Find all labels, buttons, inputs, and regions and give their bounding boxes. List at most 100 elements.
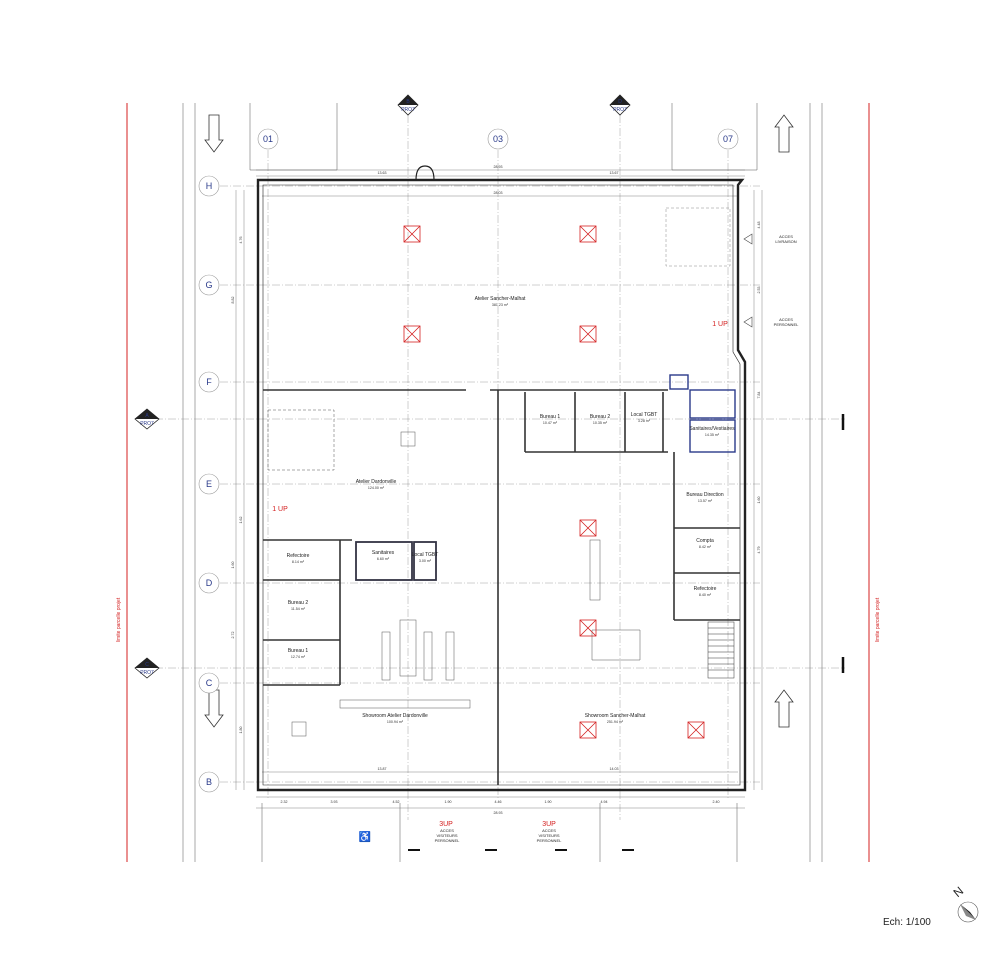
section-ref: PRO7 [140, 421, 154, 427]
dimension: 4.76 [239, 237, 243, 244]
room-name: Bureau 2 [288, 600, 309, 606]
section-ref: PRO7 [401, 107, 415, 113]
grid-label: E [206, 479, 212, 489]
room-area: 100.94 m² [387, 720, 404, 724]
limit-label-right: limite parcelle projet [875, 597, 881, 642]
room-area: 13.57 m² [698, 499, 713, 503]
room-name: Bureau 1 [540, 414, 561, 420]
dimension: 13.63 [378, 171, 387, 175]
room-name: Bureau 2 [590, 414, 611, 420]
up-marker: 3UP [542, 821, 556, 828]
column-marker [579, 721, 597, 739]
column-bubble: 03 [487, 128, 509, 150]
dimension: 4.46 [495, 800, 502, 804]
dimension: 1.60 [757, 497, 761, 504]
room-area: 124.00 m² [368, 486, 385, 490]
dimension: 28.93 [494, 811, 503, 815]
section-marker: C PRO7 [134, 657, 160, 679]
room-area: 6.60 m² [377, 557, 390, 561]
room-label-sanitaires-left: Sanitaires 6.60 m² [372, 550, 395, 561]
up-marker: 1 UP [712, 321, 728, 328]
showroom-furniture [589, 539, 641, 661]
grid-label: G [205, 280, 212, 290]
dimension: 28.93 [494, 165, 503, 169]
room-area: 11.54 m² [291, 607, 306, 611]
room-label-bureau1-left: Bureau 1 12.74 m² [288, 648, 309, 659]
room-area: 8.40 m² [699, 593, 712, 597]
up-marker: 3UP [439, 821, 453, 828]
dimension-lines [235, 169, 763, 809]
access-personnel: ACCES PERSONNEL [743, 316, 799, 328]
access-label: PERSONNEL [537, 838, 562, 843]
column-bubble: 01 [257, 128, 279, 150]
room-name: Atelier Sancher-Malhat [475, 296, 526, 302]
structural-columns [403, 225, 705, 739]
room-label-showroom-dardonville: Showroom Atelier Dardonville 100.94 m² [362, 713, 428, 724]
section-marker: A PRO7 [134, 408, 160, 430]
grid-label: B [206, 777, 212, 787]
room-name: Local TGBT [412, 552, 439, 558]
dimension: 1.60 [231, 562, 235, 569]
small-rooms-left [355, 541, 437, 581]
grid-label: D [206, 578, 213, 588]
row-bubble: G [198, 274, 220, 296]
loading-zone [665, 207, 731, 267]
room-name: Showroom Sancher-Malhat [585, 713, 646, 719]
room-area: 14.35 m² [705, 433, 720, 437]
dimension: 13.67 [610, 171, 619, 175]
arrow-up-icon [774, 689, 794, 728]
arrow-up-icon [774, 114, 794, 153]
stairs [707, 621, 735, 679]
access-visiteurs-right: ACCES VISITEURS PERSONNEL [537, 828, 562, 843]
room-area: 8.14 m² [292, 560, 305, 564]
room-area: 3.28 m² [638, 419, 651, 423]
access-label: ACCES [542, 828, 556, 833]
grid-label: F [206, 377, 212, 387]
interior-walls [263, 389, 740, 785]
room-name: Compta [696, 538, 714, 544]
room-label-bureau2-left: Bureau 2 11.54 m² [288, 600, 309, 611]
room-label-refectoire-right: Refectoire 8.40 m² [694, 586, 717, 597]
room-label-local-tgbt-right: Local TGBT 3.28 m² [631, 412, 658, 423]
column-marker [403, 225, 421, 243]
section-letter: B [406, 99, 410, 105]
room-area: 12.74 m² [291, 655, 306, 659]
section-letter: A [145, 413, 149, 419]
room-name: Sanitaires [372, 550, 395, 556]
dimension: 2.72 [231, 632, 235, 639]
access-arrow-icon [743, 233, 753, 245]
column-bubble: 07 [717, 128, 739, 150]
grid-label: C [206, 678, 213, 688]
room-area: 10.35 m² [593, 421, 608, 425]
dimension: 4.79 [757, 547, 761, 554]
column-marker [403, 325, 421, 343]
dimension: 13.87 [378, 767, 387, 771]
room-label-atelier-dardonville: Atelier Dardonville 124.00 m² [356, 479, 397, 490]
sanitary-block-right [669, 374, 736, 453]
grid-label: 07 [723, 134, 733, 144]
access-arrow-icon [743, 316, 753, 328]
dimension: 4.52 [393, 800, 400, 804]
dimension: 3.93 [331, 800, 338, 804]
access-label: VISITEURS [436, 833, 457, 838]
access-livraison: ACCES LIVRAISON [743, 233, 797, 245]
arrow-down-icon [204, 114, 224, 153]
access-label: LIVRAISON [775, 239, 796, 244]
room-label-local-tgbt-left: Local TGBT 3.00 m² [412, 552, 439, 563]
building-walls [256, 165, 747, 792]
row-bubble: H [198, 175, 220, 197]
dimension: 1.62 [239, 517, 243, 524]
room-label-bureau-direction: Bureau Direction 13.57 m² [686, 492, 723, 503]
section-letter: D [618, 99, 622, 105]
row-bubble: D [198, 572, 220, 594]
arrow-down-icon [204, 689, 224, 728]
dimension: 1.90 [445, 800, 452, 804]
column-marker [579, 325, 597, 343]
room-label-sanitaires-vestiaires: Sanitaires/Vestiaires 14.35 m² [689, 426, 735, 437]
section-marker: B PRO7 [397, 94, 419, 116]
room-area: 381.23 m² [492, 303, 509, 307]
room-name: Refectoire [287, 553, 310, 559]
room-label-refectoire-left: Refectoire 8.14 m² [287, 553, 310, 564]
access-label: ACCES [440, 828, 454, 833]
access-visiteurs-left: ACCES VISITEURS PERSONNEL [435, 828, 460, 843]
